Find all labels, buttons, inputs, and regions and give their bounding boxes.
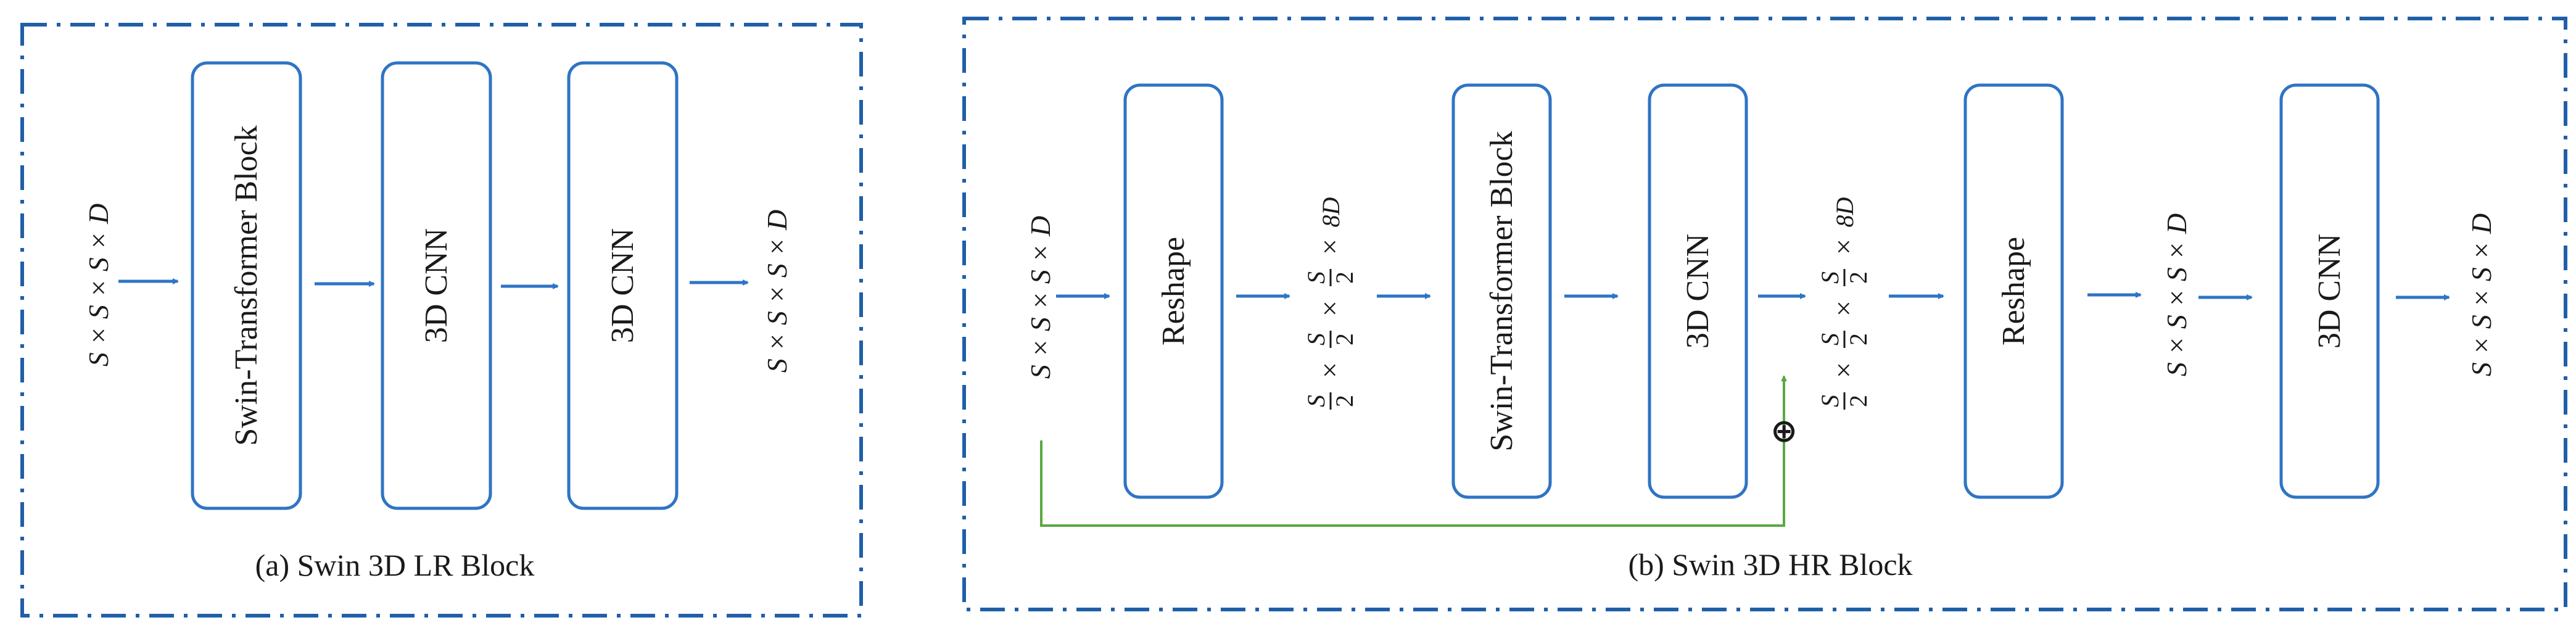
panel-a-caption: (a) Swin 3D LR Block [255,548,535,582]
frac-num: S [1816,271,1844,284]
dim-8d: 8D [1317,197,1345,227]
swin-transformer-block-label: Swin-Transformer Block [1484,131,1519,452]
times-sign: × [1828,362,1859,378]
add-operator: ⊕ [1770,413,1798,450]
frac-num: S [1302,395,1330,407]
times-sign: × [1314,362,1345,378]
cnn-3d-label: 3D CNN [605,228,640,343]
reshape-block [1123,83,1224,499]
cnn-3d-block [567,61,679,510]
panel-a-output-dims: S × S × S × D [761,210,793,373]
times-sign: × [1314,300,1345,316]
dims-after-reshape: S × S × S × D [2161,213,2192,376]
times-sign: × [1828,300,1859,316]
times-sign: × [1314,239,1345,255]
cnn-3d-block [2279,83,2380,499]
panel-b-caption: (b) Swin 3D HR Block [1628,547,1912,582]
cnn-3d-block [381,61,492,510]
frac-num: S [1302,271,1330,284]
frac-num: S [1816,395,1844,407]
panel-b-input-dims: S × S × S × D [1025,216,1056,379]
reshape-label: Reshape [1996,237,2031,345]
frac-den: 2 [1331,333,1358,345]
times-sign: × [1828,239,1859,255]
panel-a-frame [20,23,863,618]
frac-num: S [1302,333,1330,345]
reshape-label: Reshape [1156,237,1191,345]
frac-den: 2 [1331,271,1358,284]
cnn-3d-label: 3D CNN [419,228,454,343]
swin-transformer-block [1451,83,1552,499]
dim-8d: 8D [1831,197,1859,227]
skip-connection [1040,422,1785,527]
frac-den: 2 [1331,395,1358,407]
panel-b: S × S × S × D Reshape S 2 × S 2 × S 2 × … [962,17,2567,611]
cnn-3d-block [1648,83,1748,499]
swin-transformer-block-label: Swin-Transformer Block [229,125,264,446]
frac-den: 2 [1844,271,1872,284]
frac-num: S [1816,333,1844,345]
frac-den: 2 [1844,333,1872,345]
mid-dims-expression: S 2 × S 2 × S 2 × 8D [1302,197,1358,410]
panel-b-frame [962,17,2567,611]
swin-transformer-block [191,61,302,510]
cnn-3d-label: 3D CNN [1680,234,1715,349]
panel-b-output-dims: S × S × S × D [2466,213,2497,376]
reshape-block [1963,83,2064,499]
panel-a: S × S × S × D Swin-Transformer Block 3D … [20,23,863,618]
frac-den: 2 [1844,395,1872,407]
cnn-3d-label: 3D CNN [2312,234,2347,349]
panel-a-input-dims: S × S × S × D [83,204,114,366]
mid-dims-expression: S 2 × S 2 × S 2 × 8D [1816,197,1872,410]
